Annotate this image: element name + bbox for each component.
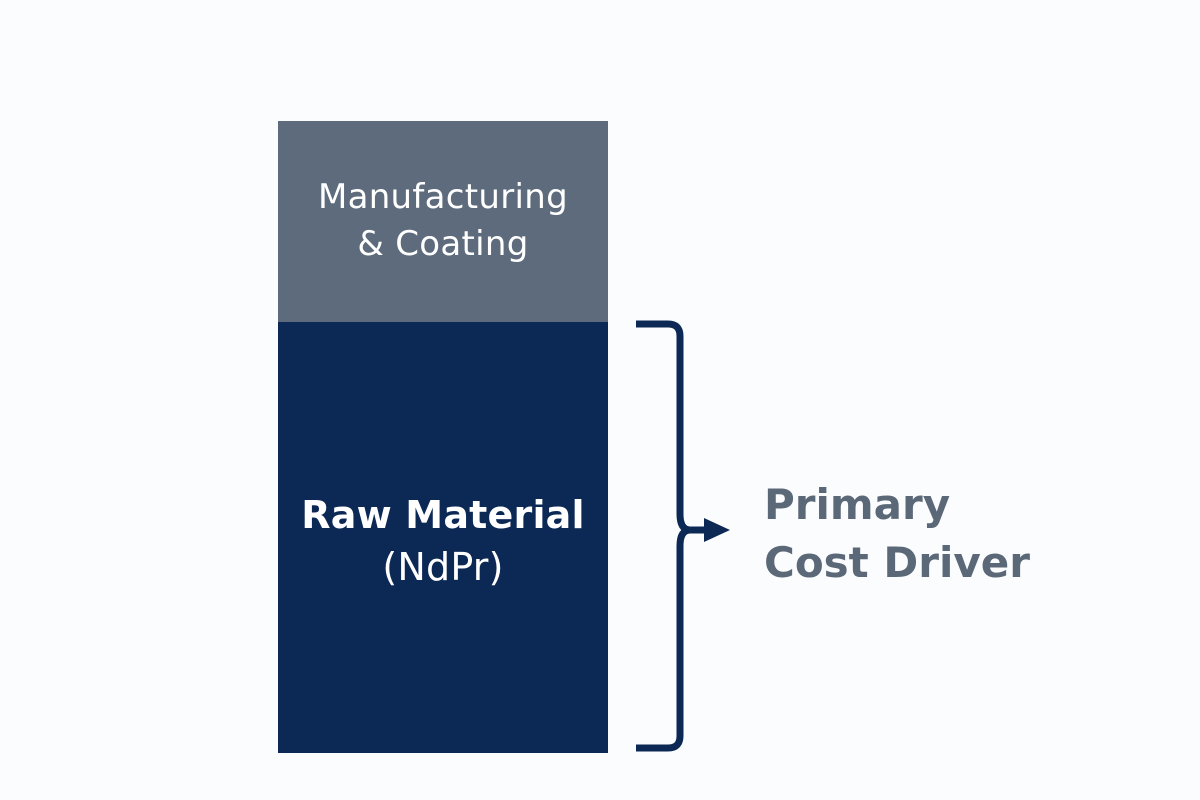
raw-material-segment: Raw Material (NdPr)	[278, 322, 608, 753]
callout-line-2: Cost Driver	[764, 538, 1030, 587]
cost-stack: Manufacturing & Coating Raw Material (Nd…	[278, 121, 608, 753]
brace-path	[636, 320, 714, 752]
arrow-head	[704, 518, 730, 542]
raw-material-label-line-2: (NdPr)	[382, 545, 504, 589]
brace-arrow-icon	[636, 320, 730, 752]
manufacturing-coating-segment: Manufacturing & Coating	[278, 121, 608, 322]
raw-material-label: Raw Material (NdPr)	[301, 489, 584, 593]
manufacturing-coating-label: Manufacturing & Coating	[318, 174, 568, 268]
callout-line-1: Primary	[764, 480, 951, 529]
manufacturing-label-line-1: Manufacturing	[317, 176, 569, 217]
raw-material-label-line-1: Raw Material	[301, 493, 585, 537]
manufacturing-label-line-2: & Coating	[357, 223, 529, 264]
primary-cost-driver-callout: Primary Cost Driver	[764, 476, 1124, 592]
